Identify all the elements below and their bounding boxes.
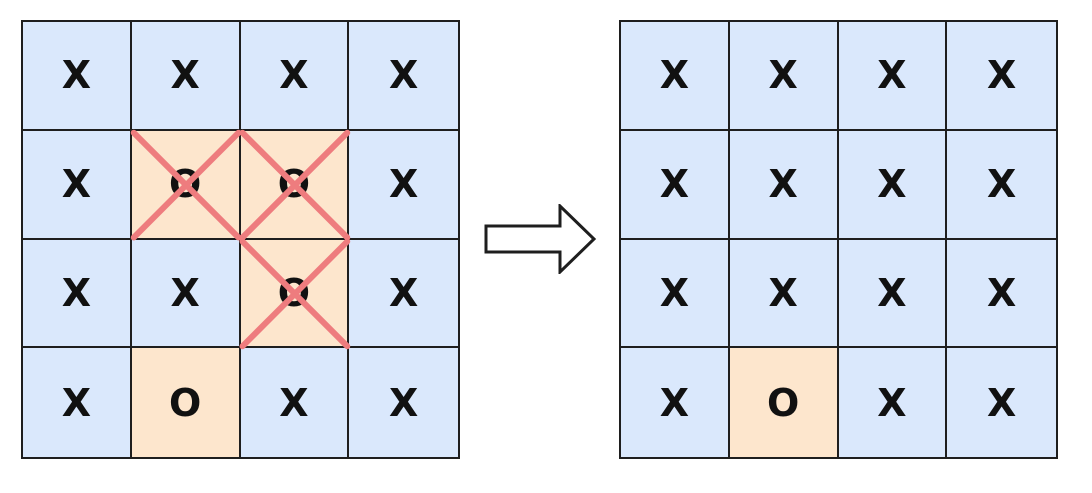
board_before-cell-r2-c2: O	[240, 239, 350, 349]
board_before-cell-r0-c1: X	[131, 22, 241, 131]
board_before-cell-r1-c0: X	[23, 130, 132, 240]
board_after-cell-r0-c2: X	[838, 22, 948, 131]
board_before-cell-r3-c0: X	[23, 348, 132, 457]
board_after-cell-r2-c3: X	[947, 239, 1056, 349]
board_before-cell-r3-c2: X	[240, 348, 350, 457]
board_after-cell-r0-c0: X	[621, 22, 730, 131]
board_before-cell-r0-c3: X	[349, 22, 458, 131]
board_after-cell-r0-c3: X	[947, 22, 1056, 131]
board_after-cell-r1-c3: X	[947, 130, 1056, 240]
board_after-cell-r2-c0: X	[621, 239, 730, 349]
board_before-cell-r1-c1: O	[131, 130, 241, 240]
board_after-cell-r0-c1: X	[729, 22, 839, 131]
board_before-cell-r2-c0: X	[23, 239, 132, 349]
board_before-cell-r0-c0: X	[23, 22, 132, 131]
board_before-cell-r0-c2: X	[240, 22, 350, 131]
board_after-cell-r3-c0: X	[621, 348, 730, 457]
board_after-cell-r2-c1: X	[729, 239, 839, 349]
board_before-cell-r3-c1: O	[131, 348, 241, 457]
board_after-cell-r3-c3: X	[947, 348, 1056, 457]
right-arrow-icon	[484, 204, 597, 274]
board_before-cell-r2-c3: X	[349, 239, 458, 349]
board_before-cell-r3-c3: X	[349, 348, 458, 457]
board_before-cell-r2-c1: X	[131, 239, 241, 349]
board_after-cell-r2-c2: X	[838, 239, 948, 349]
board_before-cell-r1-c3: X	[349, 130, 458, 240]
board_after-cell-r1-c1: X	[729, 130, 839, 240]
board_after-cell-r1-c0: X	[621, 130, 730, 240]
board_before-cell-r1-c2: O	[240, 130, 350, 240]
board_after-cell-r3-c1: O	[729, 348, 839, 457]
board_after-cell-r1-c2: X	[838, 130, 948, 240]
board_after-cell-r3-c2: X	[838, 348, 948, 457]
